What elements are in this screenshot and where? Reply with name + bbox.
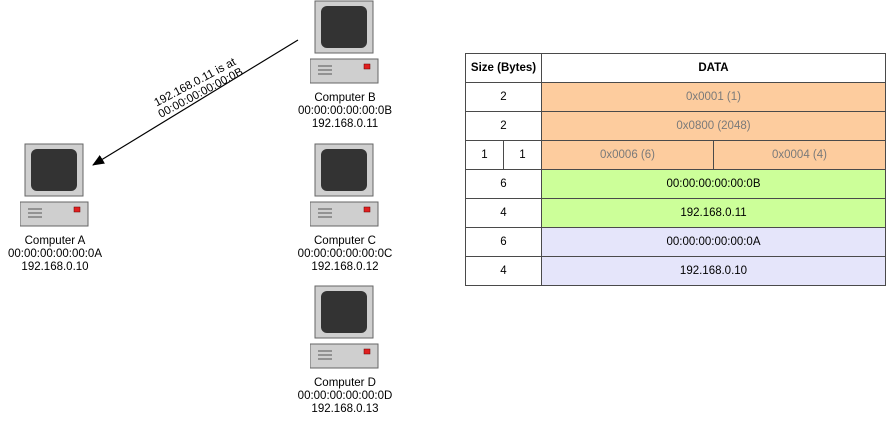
row-data: 0x0004 (4)	[713, 140, 886, 170]
table-row: 6 00:00:00:00:00:0A	[465, 227, 886, 257]
table-header-row: Size (Bytes) DATA	[465, 53, 886, 83]
computer-c-ip: 192.168.0.12	[311, 261, 379, 273]
table-row: 4 192.168.0.11	[465, 198, 886, 228]
computer-icon	[20, 143, 90, 227]
table-row: 4 192.168.0.10	[465, 256, 886, 286]
row-data: 192.168.0.11	[541, 198, 886, 228]
row-data: 00:00:00:00:00:0A	[541, 227, 886, 257]
computer-d-mac: 00:00:00:00:00:0D	[297, 390, 393, 402]
computer-d-ip: 192.168.0.13	[311, 403, 379, 415]
computer-b-name: Computer B	[314, 92, 376, 104]
row-size: 2	[465, 82, 542, 112]
computer-d-name: Computer D	[314, 377, 376, 389]
computer-a: Computer A 00:00:00:00:00:0A 192.168.0.1…	[0, 143, 110, 274]
computer-b: Computer B 00:00:00:00:00:0B 192.168.0.1…	[290, 0, 400, 131]
row-size: 6	[465, 227, 542, 257]
computer-icon	[310, 285, 380, 369]
table-row: 6 00:00:00:00:00:0B	[465, 169, 886, 199]
computer-b-ip: 192.168.0.11	[311, 118, 379, 130]
table-row: 2 0x0800 (2048)	[465, 111, 886, 141]
row-size: 1	[503, 140, 542, 170]
row-data: 192.168.0.10	[541, 256, 886, 286]
row-size: 4	[465, 256, 542, 286]
table-row: 1 1 0x0006 (6) 0x0004 (4)	[465, 140, 886, 170]
computer-a-name: Computer A	[24, 235, 86, 247]
computer-icon	[310, 0, 380, 84]
arp-packet-table: Size (Bytes) DATA 2 0x0001 (1) 2 0x0800 …	[465, 53, 886, 286]
computer-c-name: Computer C	[314, 235, 376, 247]
table-row: 2 0x0001 (1)	[465, 82, 886, 112]
row-size: 2	[465, 111, 542, 141]
row-size: 1	[465, 140, 504, 170]
size-header: Size (Bytes)	[465, 53, 542, 83]
row-size: 6	[465, 169, 542, 199]
row-size: 4	[465, 198, 542, 228]
row-data: 0x0001 (1)	[541, 82, 886, 112]
computer-c: Computer C 00:00:00:00:00:0C 192.168.0.1…	[290, 143, 400, 274]
row-data: 0x0006 (6)	[541, 140, 714, 170]
row-data: 0x0800 (2048)	[541, 111, 886, 141]
data-header: DATA	[541, 53, 886, 83]
computer-a-mac: 00:00:00:00:00:0A	[8, 248, 102, 260]
computer-a-ip: 192.168.0.10	[21, 261, 89, 273]
computer-icon	[310, 143, 380, 227]
row-data: 00:00:00:00:00:0B	[541, 169, 886, 199]
computer-c-mac: 00:00:00:00:00:0C	[297, 248, 393, 260]
computer-d: Computer D 00:00:00:00:00:0D 192.168.0.1…	[290, 285, 400, 416]
computer-b-mac: 00:00:00:00:00:0B	[298, 105, 392, 117]
